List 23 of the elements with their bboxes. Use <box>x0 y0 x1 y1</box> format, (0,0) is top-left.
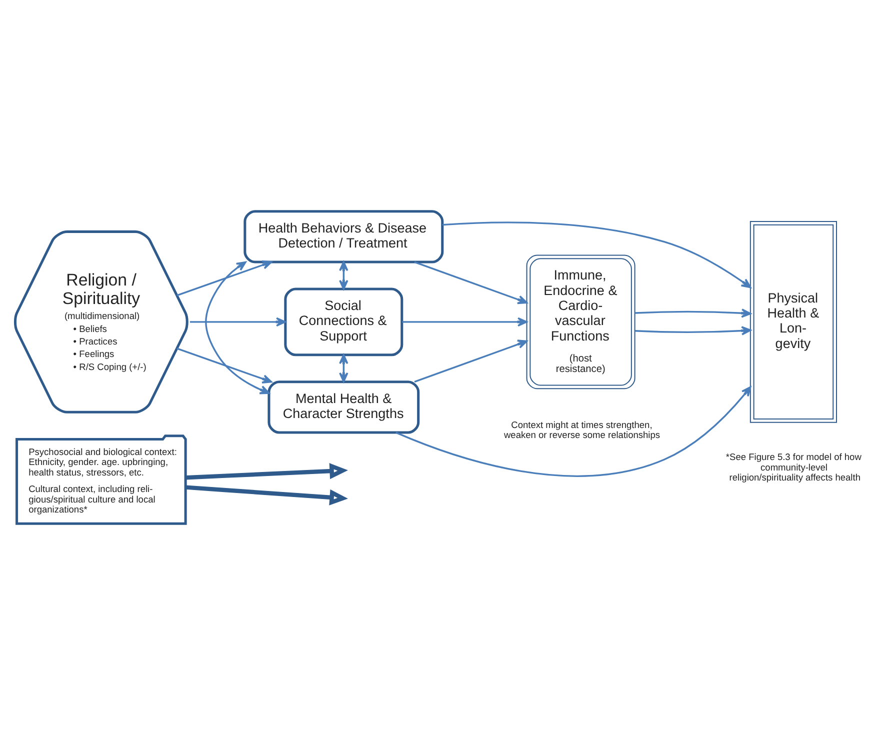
arrow <box>339 354 348 382</box>
arrow <box>442 221 752 288</box>
arrow <box>176 260 272 296</box>
arrow <box>339 260 348 290</box>
label: *See Figure 5.3 for model of how community-level religion/spirituality affects health <box>726 452 862 482</box>
arrow <box>414 260 528 304</box>
arrow <box>190 316 286 326</box>
arrow <box>414 339 528 382</box>
node-box: Health Behaviors & Disease Detection / Treatment <box>244 210 444 263</box>
node-box: Physical Health & Lon- gevity <box>750 220 837 422</box>
arrow <box>634 308 752 318</box>
arrow <box>634 326 752 335</box>
node-box: Immune, Endocrine & Cardio- vascular Functions (host resistance) <box>526 254 636 389</box>
label: Context might at times strengthen, weaken or reverse some relationships <box>504 420 660 440</box>
arrow <box>396 386 752 476</box>
arrow <box>186 462 348 480</box>
arrow <box>186 484 348 505</box>
node-circle: Religion / Spirituality (multidimensional) • Beliefs • Practices • Feelings • R/S Coping (+/-) <box>14 230 188 413</box>
arrow <box>205 260 270 394</box>
arrow <box>176 347 272 383</box>
arrow <box>402 316 528 326</box>
node-box: Mental Health & Character Strengths <box>268 380 420 434</box>
node-box: Social Connections & Support <box>284 287 404 356</box>
